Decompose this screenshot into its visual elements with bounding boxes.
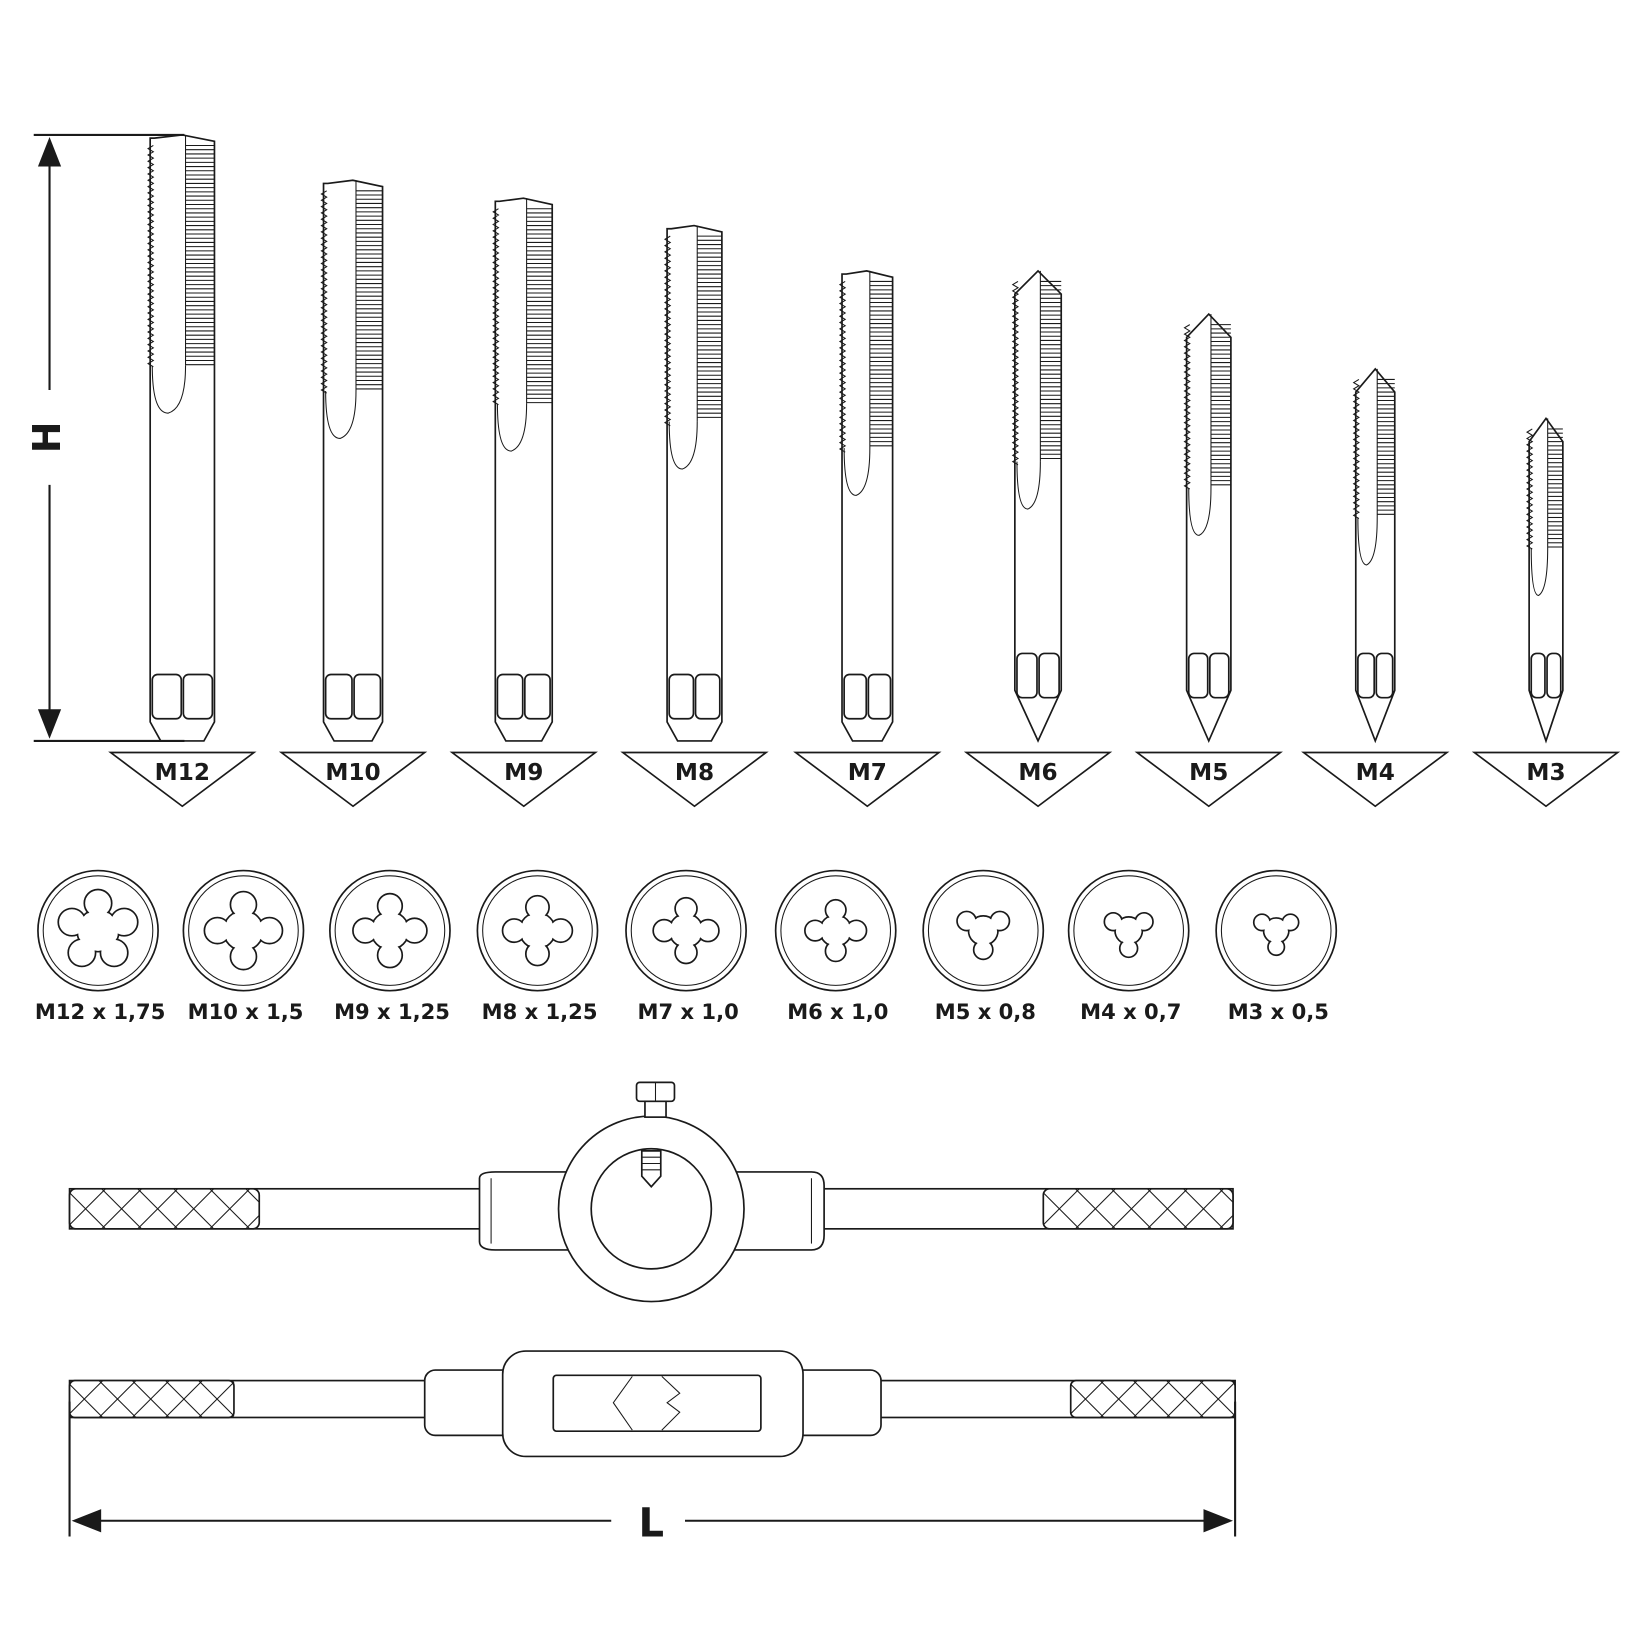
size-marker bbox=[449, 751, 598, 808]
die-1: M12 x 1,75 bbox=[35, 869, 166, 1024]
die-size-label: M3 x 0,5 bbox=[1228, 999, 1329, 1024]
tap-m7: M7 bbox=[793, 270, 942, 808]
size-marker bbox=[1471, 751, 1621, 808]
knurled-grip-left-side bbox=[68, 1379, 235, 1419]
die-wrench-side-view bbox=[68, 1350, 1236, 1458]
die-4: M8 x 1,25 bbox=[476, 869, 599, 1024]
dies-group: M12 x 1,75 M10 x 1,5 M9 x 1,25 M8 x 1,25 M7 … bbox=[35, 869, 1338, 1024]
arrow-up-icon bbox=[37, 137, 62, 167]
die-size-label: M12 x 1,75 bbox=[35, 999, 166, 1024]
die-size-label: M4 x 0,7 bbox=[1080, 999, 1181, 1024]
die-9: M3 x 0,5 bbox=[1215, 869, 1338, 1024]
tap-m9: M9 bbox=[449, 197, 598, 808]
die-size-label: M10 x 1,5 bbox=[188, 999, 304, 1024]
tap-size-label: M12 bbox=[155, 759, 210, 786]
tap-m4: M4 bbox=[1301, 367, 1450, 808]
tap-size-label: M7 bbox=[848, 759, 887, 786]
die-size-label: M5 x 0,8 bbox=[935, 999, 1036, 1024]
tap-m6: M6 bbox=[963, 269, 1113, 808]
height-label: H bbox=[25, 422, 69, 454]
tap-size-label: M3 bbox=[1526, 759, 1565, 786]
knurled-grip-right bbox=[1042, 1187, 1234, 1230]
die-size-label: M7 x 1,0 bbox=[638, 999, 739, 1024]
tap-size-label: M10 bbox=[325, 759, 380, 786]
tap-m8: M8 bbox=[620, 224, 769, 808]
arrow-left-icon bbox=[71, 1509, 102, 1533]
size-marker bbox=[793, 751, 942, 808]
die-8: M4 x 0,7 bbox=[1067, 869, 1190, 1024]
tap-size-label: M4 bbox=[1356, 759, 1395, 786]
height-dimension: H bbox=[25, 133, 185, 742]
tap-size-label: M6 bbox=[1018, 759, 1057, 786]
taps-group: M12 M10 M9 M8 M7 M6 M5 M4 M3 bbox=[108, 134, 1621, 808]
tap-m12: M12 bbox=[108, 134, 257, 808]
tap-m3: M3 bbox=[1471, 416, 1621, 808]
tap-size-label: M5 bbox=[1189, 759, 1228, 786]
knurled-grip-left bbox=[68, 1187, 261, 1230]
die-2: M10 x 1,5 bbox=[182, 869, 305, 1024]
tap-size-label: M8 bbox=[675, 759, 714, 786]
die-6: M6 x 1,0 bbox=[774, 869, 897, 1024]
tap-m5: M5 bbox=[1134, 312, 1283, 808]
size-marker bbox=[963, 751, 1113, 808]
arrow-down-icon bbox=[37, 709, 62, 739]
tap-m10: M10 bbox=[278, 179, 428, 808]
set-screw-icon bbox=[635, 1081, 676, 1188]
die-wrench-top-view bbox=[68, 1081, 1234, 1303]
die-size-label: M8 x 1,25 bbox=[482, 999, 598, 1024]
die-7: M5 x 0,8 bbox=[922, 869, 1045, 1024]
size-marker bbox=[108, 751, 257, 808]
tap-size-label: M9 bbox=[504, 759, 543, 786]
size-marker bbox=[620, 751, 769, 808]
size-marker bbox=[1301, 751, 1450, 808]
size-marker bbox=[278, 751, 428, 808]
length-label: L bbox=[639, 1501, 665, 1547]
die-5: M7 x 1,0 bbox=[625, 869, 747, 1024]
size-marker bbox=[1134, 751, 1283, 808]
die-size-label: M6 x 1,0 bbox=[787, 999, 888, 1024]
die-size-label: M9 x 1,25 bbox=[334, 999, 450, 1024]
die-3: M9 x 1,25 bbox=[329, 869, 451, 1024]
arrow-right-icon bbox=[1203, 1509, 1233, 1533]
knurled-grip-right-side bbox=[1069, 1379, 1236, 1419]
length-dimension: L bbox=[68, 1401, 1237, 1547]
